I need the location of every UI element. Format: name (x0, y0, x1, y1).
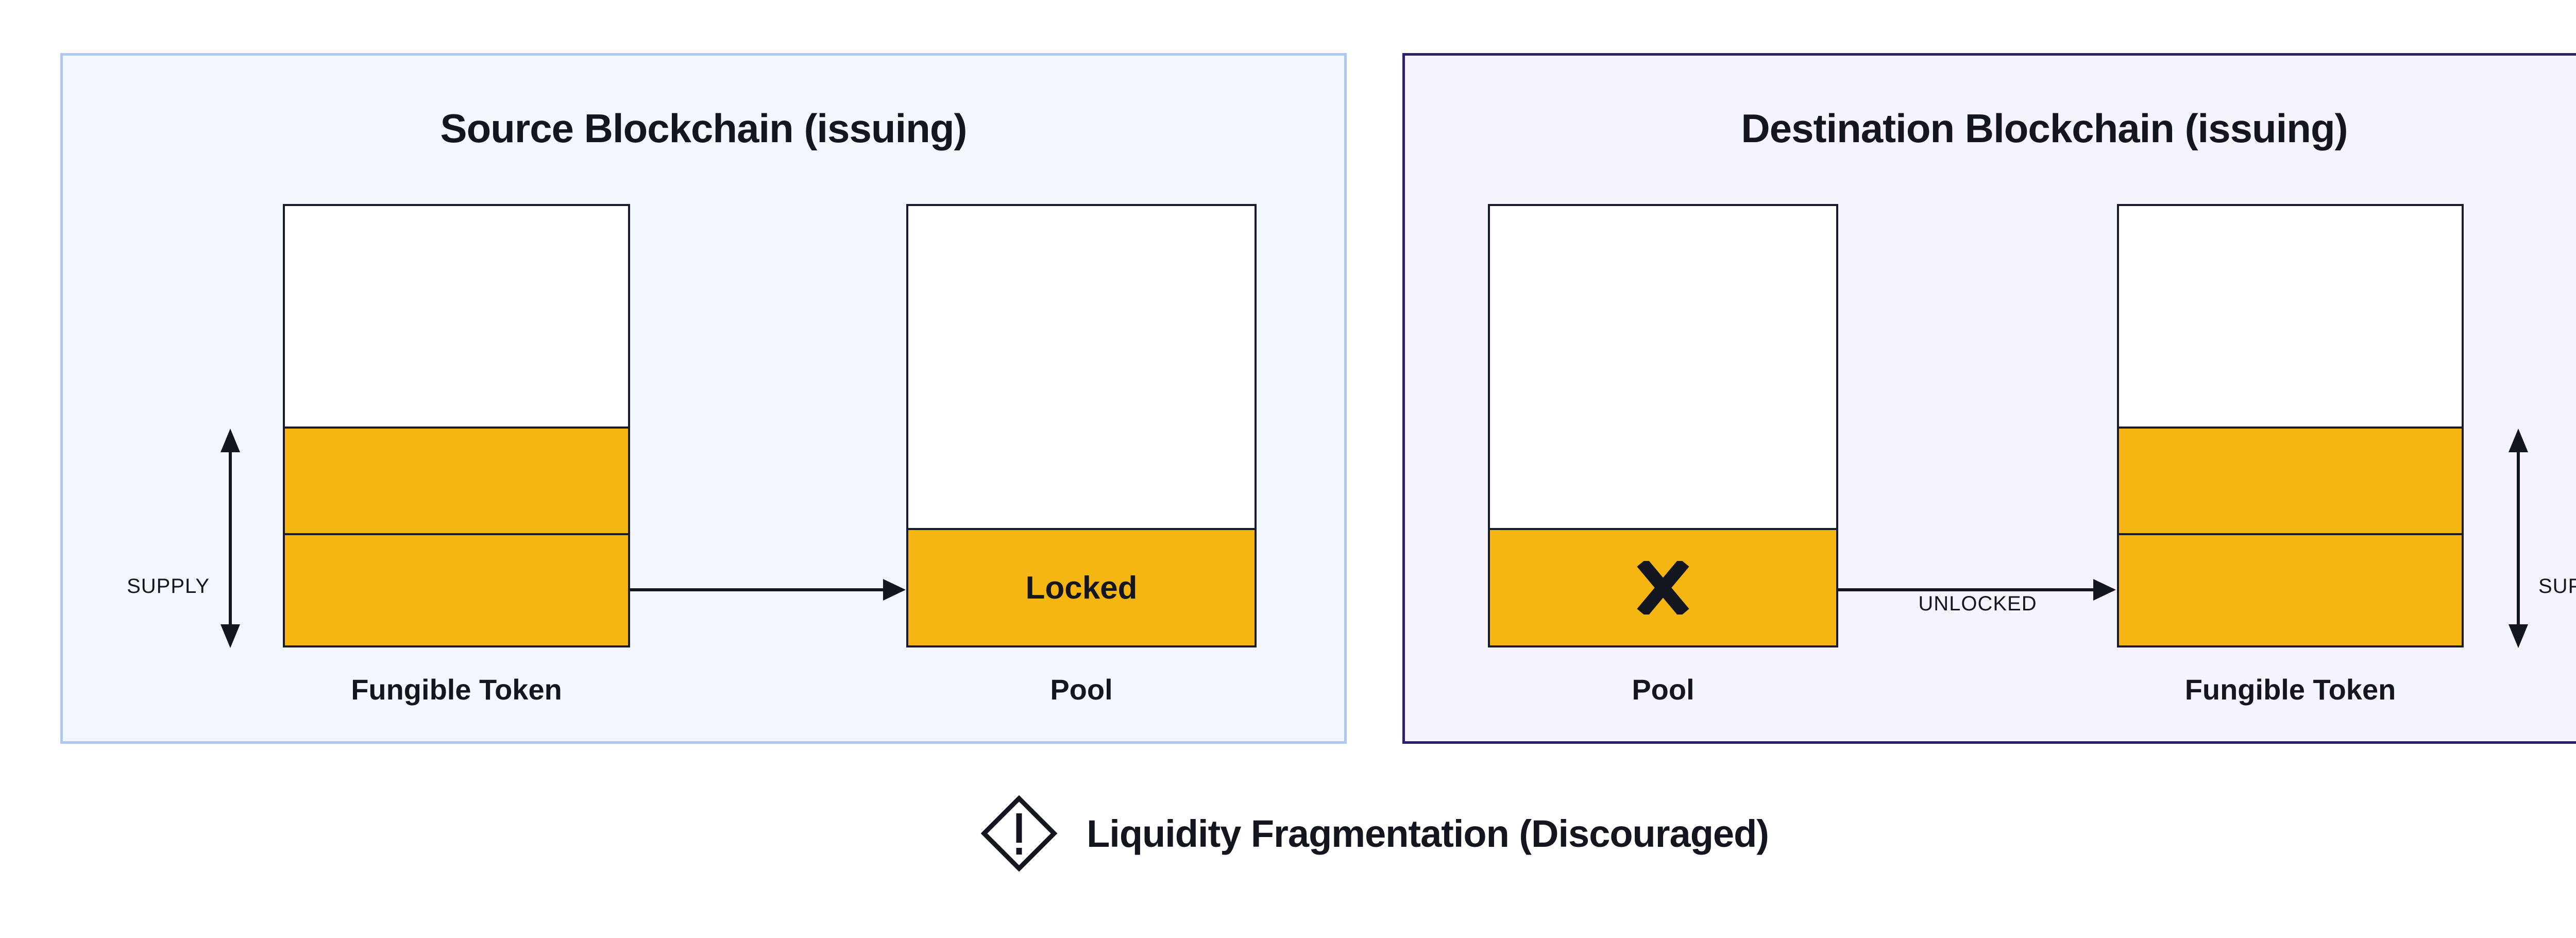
source-token-box-label: Fungible Token (351, 673, 562, 706)
destination-token-supply-segment-upper (2119, 427, 2462, 533)
destination-blockchain-panel: Destination Blockchain (issuing) UNLOCKE… (1402, 53, 2576, 744)
source-supply-label: SUPPLY (127, 575, 210, 598)
source-supply-range-arrow (221, 429, 240, 648)
destination-pool-empty-segment (1490, 206, 1836, 528)
source-token-supply-segment-lower (285, 533, 628, 645)
source-pool-locked-segment: Locked (908, 528, 1255, 645)
source-blockchain-panel: Source Blockchain (issuing) SUPPLY Locke… (60, 53, 1347, 744)
source-lock-transfer-arrow (630, 579, 906, 601)
source-pool-box-label: Pool (1050, 673, 1113, 706)
destination-pool-box (1488, 204, 1838, 647)
destination-pool-crossed-segment (1490, 528, 1836, 645)
source-fungible-token-box (283, 204, 630, 647)
source-token-empty-segment (285, 206, 628, 427)
source-pool-box: Locked (906, 204, 1257, 647)
destination-pool-box-label: Pool (1632, 673, 1694, 706)
destination-panel-title: Destination Blockchain (issuing) (1741, 106, 2348, 151)
destination-fungible-token-box (2117, 204, 2464, 647)
unlocked-arrow-label: UNLOCKED (1918, 592, 2037, 615)
destination-unlock-transfer-arrow (1838, 579, 2116, 601)
x-cross-icon (1637, 561, 1689, 615)
destination-token-supply-segment-lower (2119, 533, 2462, 645)
source-panel-title: Source Blockchain (issuing) (440, 106, 968, 151)
destination-token-empty-segment (2119, 206, 2462, 427)
warning-diamond-icon (980, 795, 1058, 872)
destination-supply-label: SUPPLY (2538, 575, 2576, 598)
destination-token-box-label: Fungible Token (2184, 673, 2396, 706)
source-pool-empty-segment (908, 206, 1255, 528)
destination-supply-range-arrow (2509, 429, 2528, 648)
caption-text: Liquidity Fragmentation (Discouraged) (1087, 812, 1769, 855)
locked-label: Locked (1025, 570, 1138, 606)
source-token-supply-segment-upper (285, 427, 628, 533)
caption: Liquidity Fragmentation (Discouraged) (0, 791, 2576, 876)
